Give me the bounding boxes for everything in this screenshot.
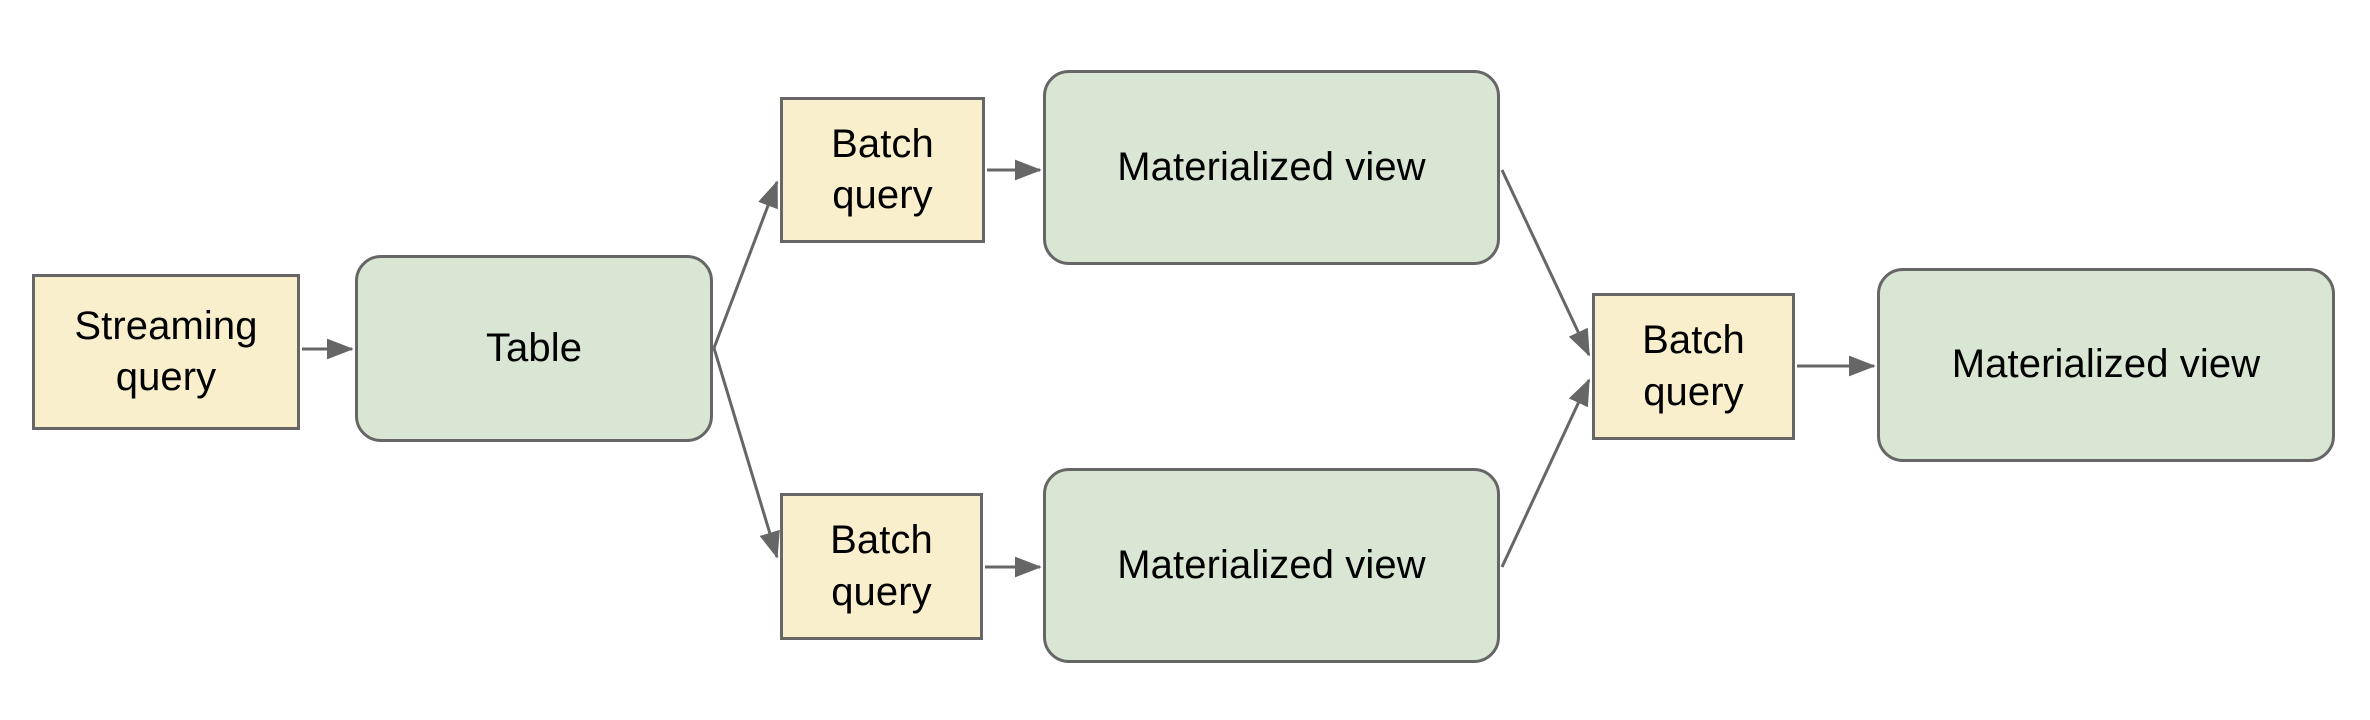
- edge-table-to-batch-query-bottom: [712, 347, 780, 559]
- node-label-batch-query-top: Batch query: [831, 121, 934, 217]
- node-materialized-view-right[interactable]: Materialized view: [1877, 268, 2335, 462]
- node-label-table: Table: [485, 325, 583, 370]
- node-label-materialized-view-top: Materialized view: [1117, 144, 1426, 189]
- node-materialized-view-bottom[interactable]: Materialized view: [1043, 468, 1500, 663]
- node-batch-query-bottom[interactable]: Batch query: [780, 493, 983, 640]
- node-streaming-query[interactable]: Streaming query: [32, 274, 300, 430]
- node-label-batch-query-right: Batch query: [1642, 318, 1745, 414]
- node-materialized-view-top[interactable]: Materialized view: [1043, 70, 1500, 265]
- edge-materialized-view-top-to-batch-query-right: [1500, 169, 1591, 357]
- edge-materialized-view-bottom-to-batch-query-right: [1500, 378, 1591, 568]
- edge-table-to-batch-query-top: [712, 180, 779, 349]
- node-label-materialized-view-right: Materialized view: [1951, 342, 2261, 387]
- node-label-materialized-view-bottom: Materialized view: [1117, 542, 1426, 587]
- node-batch-query-right[interactable]: Batch query: [1592, 293, 1795, 440]
- node-table[interactable]: Table: [355, 255, 713, 442]
- node-label-batch-query-bottom: Batch query: [830, 518, 933, 614]
- node-label-streaming-query: Streaming query: [74, 303, 258, 399]
- node-batch-query-top[interactable]: Batch query: [780, 97, 985, 243]
